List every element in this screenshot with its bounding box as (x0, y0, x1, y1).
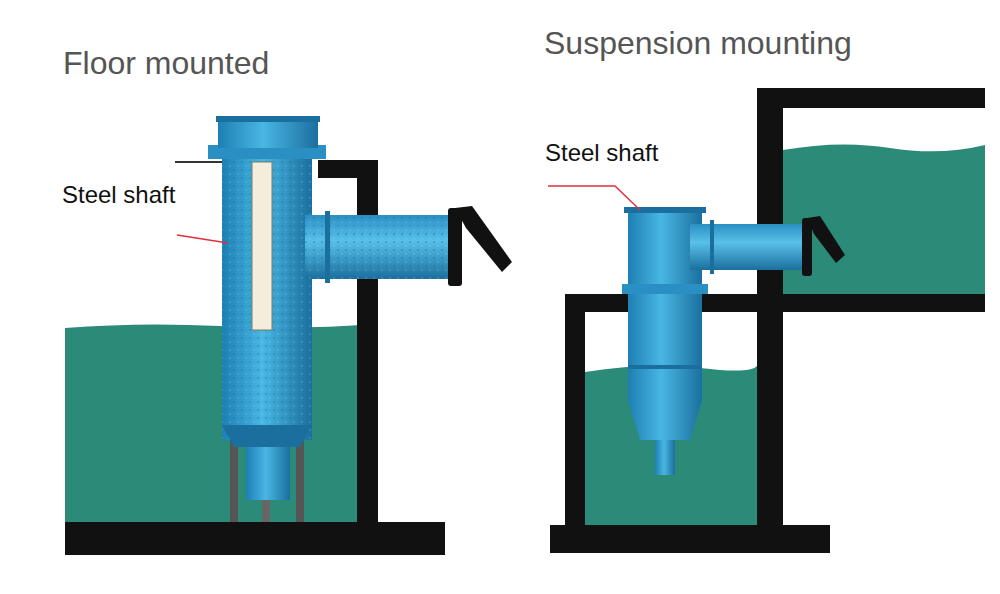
pipe-flange (710, 220, 714, 274)
floor-slab (550, 525, 830, 553)
leader-line (548, 186, 640, 210)
side-wall (565, 294, 585, 527)
pipe-flange (325, 211, 330, 283)
top-rim (216, 116, 320, 122)
top-rim (624, 207, 706, 213)
support-leg (230, 440, 238, 522)
flap-gate (807, 216, 845, 263)
discharge-pipe (690, 224, 810, 270)
column-base (222, 425, 312, 447)
column-texture (222, 150, 312, 440)
mounting-flange (622, 284, 708, 294)
leader-line (177, 235, 228, 243)
floor-slab (65, 522, 445, 555)
upper-water (783, 144, 985, 296)
wall (357, 160, 378, 525)
column-joint (628, 365, 702, 369)
part-label: Steel shaft (545, 140, 658, 166)
panel-title: Floor mounted (63, 46, 269, 81)
pump-bowl (628, 400, 702, 440)
part-label: Steel shaft (62, 182, 175, 208)
steel-shaft (252, 162, 272, 330)
flap-gate-frame (802, 218, 812, 276)
upper-slab (757, 88, 985, 108)
wall-ledge (318, 160, 378, 178)
pump-body (246, 445, 290, 500)
panel-title: Suspension mounting (544, 26, 852, 61)
water (65, 324, 375, 525)
flap-gate (455, 206, 512, 272)
pump-column (222, 150, 312, 440)
flap-gate-frame (448, 208, 462, 286)
support-leg (296, 440, 304, 522)
top-cap (218, 118, 318, 148)
level-line (175, 161, 222, 163)
